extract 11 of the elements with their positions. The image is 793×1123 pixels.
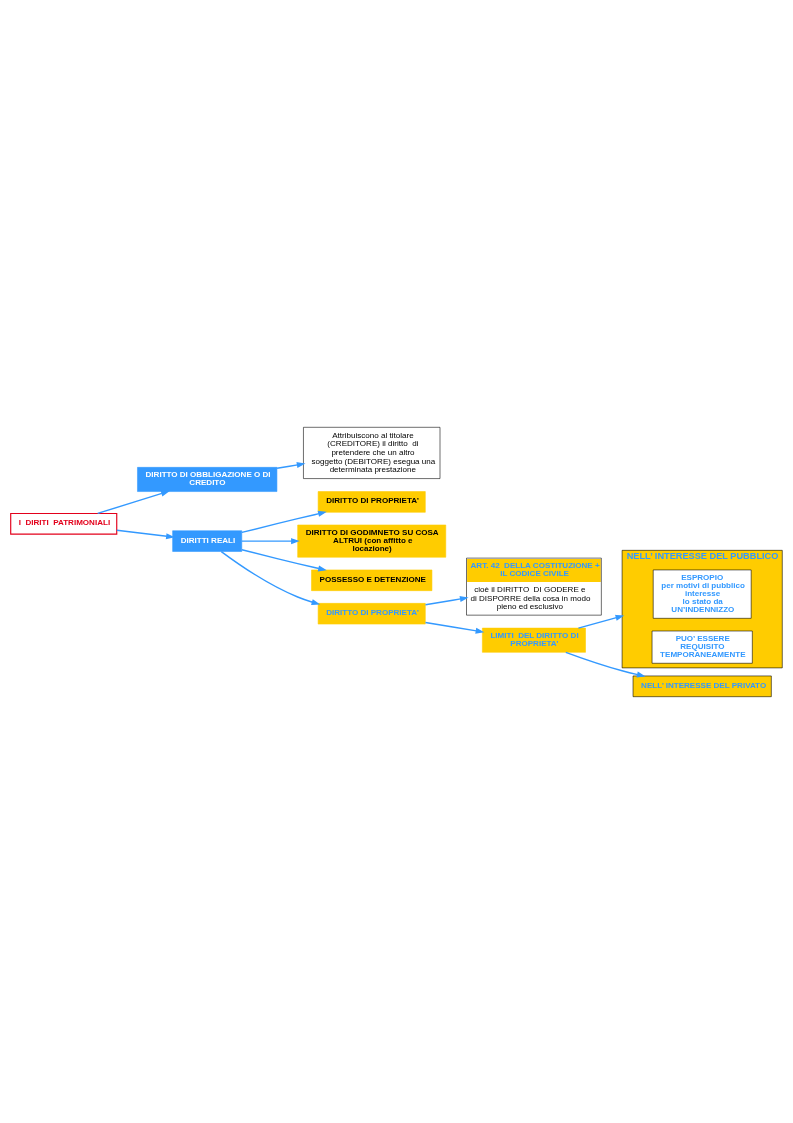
arrow bbox=[241, 510, 327, 533]
arrow bbox=[116, 529, 175, 539]
arrow bbox=[577, 614, 625, 629]
arrow bbox=[276, 461, 306, 469]
arrow bbox=[424, 621, 485, 634]
arrow bbox=[96, 490, 170, 514]
arrow bbox=[220, 550, 321, 605]
arrow bbox=[424, 595, 469, 605]
arrow bbox=[565, 651, 646, 677]
arrow bbox=[241, 548, 327, 571]
arrow bbox=[241, 537, 300, 544]
